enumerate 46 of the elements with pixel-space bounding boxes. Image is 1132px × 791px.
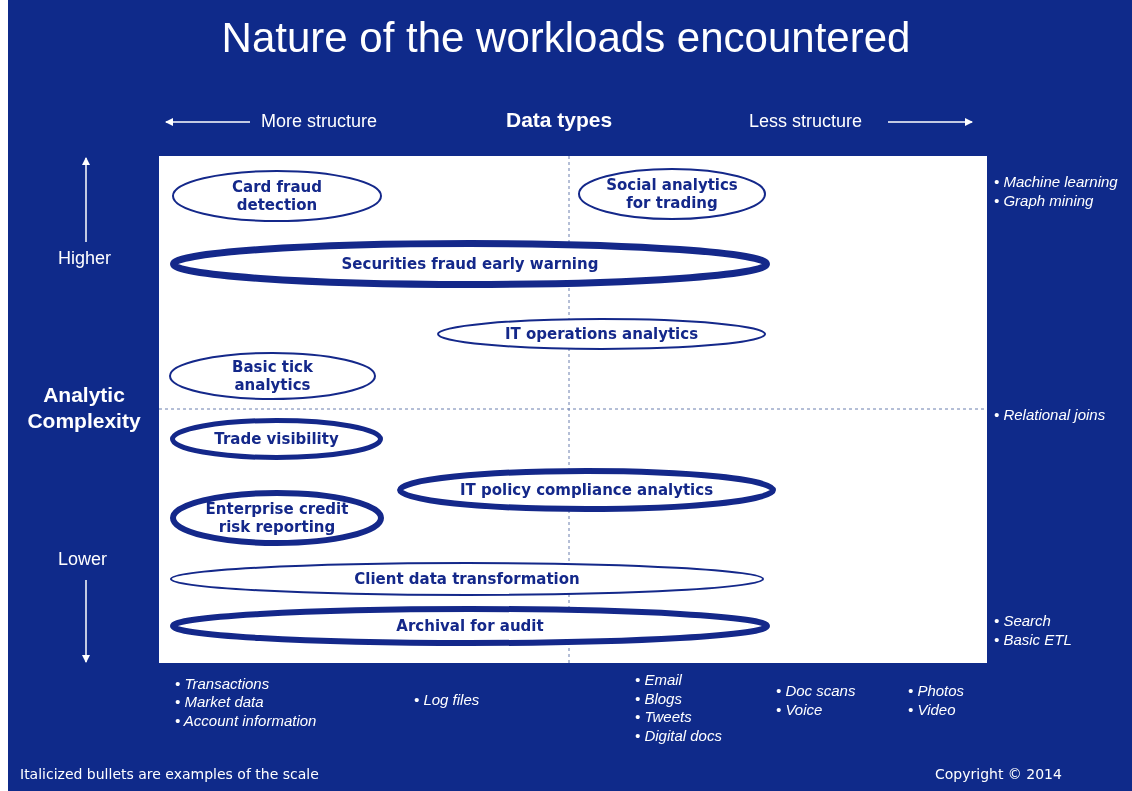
ellipse-label: Trade visibility bbox=[214, 430, 339, 448]
example-bullet: • Basic ETL bbox=[994, 631, 1072, 649]
ellipse-region bbox=[578, 168, 766, 220]
ellipse-region bbox=[170, 490, 384, 546]
ellipse-region bbox=[437, 318, 766, 350]
ellipse-region bbox=[397, 468, 776, 512]
example-bullet: • Transactions bbox=[175, 675, 270, 693]
axis-label: Higher bbox=[58, 248, 112, 269]
example-bullet: • Photos bbox=[908, 682, 965, 700]
example-bullet: • Account information bbox=[175, 712, 317, 730]
ellipse-label: IT policy compliance analytics bbox=[459, 481, 714, 499]
ellipse-region bbox=[169, 352, 376, 400]
example-bullet: • Voice bbox=[776, 701, 823, 719]
example-bullet: • Email bbox=[635, 671, 682, 689]
footnote: Italicized bullets are examples of the scale bbox=[20, 766, 319, 782]
ellipse-label: Securities fraud early warning bbox=[341, 255, 599, 273]
axis-title: Data types bbox=[506, 108, 613, 132]
ellipse-region bbox=[170, 240, 770, 288]
example-bullet: • Machine learning bbox=[994, 173, 1118, 191]
ellipse-region bbox=[170, 562, 764, 596]
ellipse-region bbox=[172, 170, 382, 222]
footnote: Copyright © 2014 bbox=[935, 766, 1062, 782]
example-bullet: • Market data bbox=[175, 693, 264, 711]
axis-label: Less structure bbox=[749, 111, 863, 132]
ellipse-label: Archival for audit bbox=[396, 617, 544, 635]
example-bullet: • Relational joins bbox=[994, 406, 1106, 424]
ellipse-label: Client data transformation bbox=[354, 570, 580, 588]
example-bullet: • Log files bbox=[414, 691, 480, 709]
ellipse-label: Enterprise credit risk reporting bbox=[204, 500, 350, 536]
ellipse-label: Card fraud detection bbox=[231, 178, 323, 214]
ellipse-label: Basic tick analytics bbox=[231, 358, 314, 394]
example-bullet: • Blogs bbox=[635, 690, 682, 708]
example-bullet: • Search bbox=[994, 612, 1051, 630]
ellipse-label: Social analytics for trading bbox=[605, 176, 739, 212]
example-bullet: • Video bbox=[908, 701, 956, 719]
ellipse-region bbox=[170, 606, 770, 646]
example-bullet: • Graph mining bbox=[994, 192, 1094, 210]
axis-label: More structure bbox=[261, 111, 378, 132]
title: Nature of the workloads encountered bbox=[220, 14, 912, 62]
ellipse-region bbox=[170, 418, 383, 460]
example-bullet: • Doc scans bbox=[776, 682, 856, 700]
axis-title: Analytic Complexity bbox=[26, 382, 142, 434]
axis-label: Lower bbox=[58, 549, 108, 570]
example-bullet: • Tweets bbox=[635, 708, 692, 726]
example-bullet: • Digital docs bbox=[635, 727, 722, 745]
ellipse-label: IT operations analytics bbox=[504, 325, 699, 343]
